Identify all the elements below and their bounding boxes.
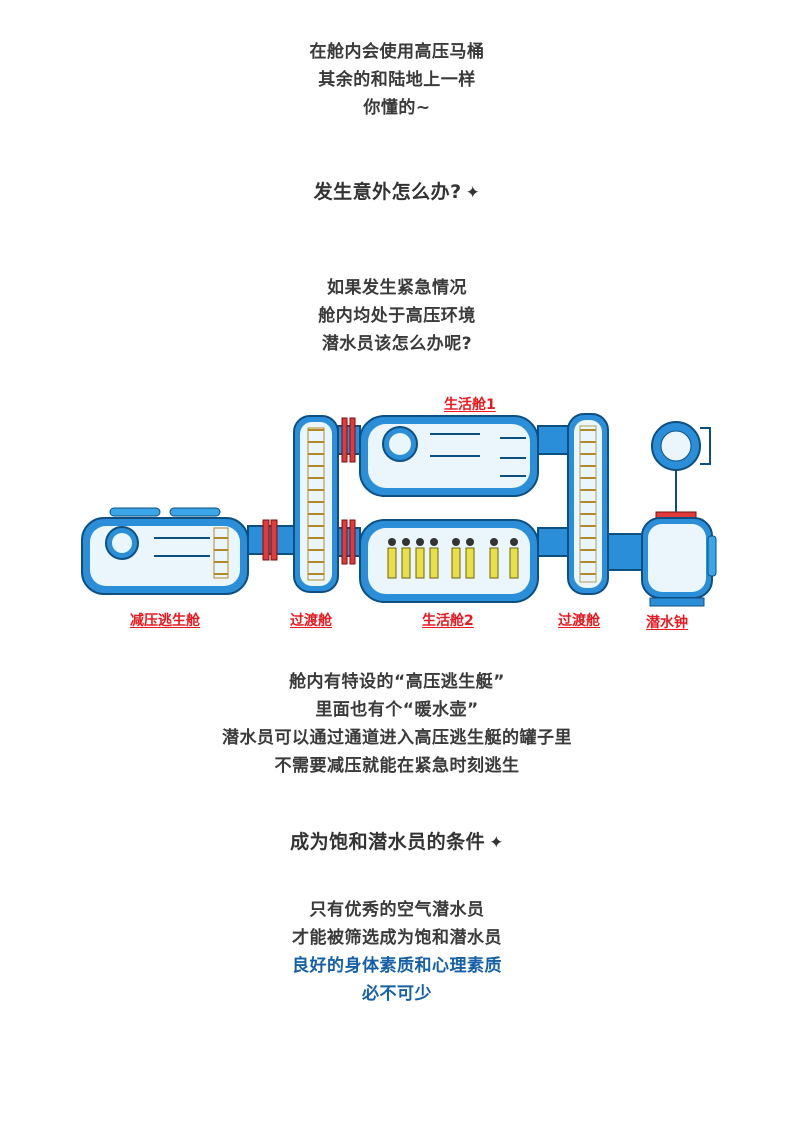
text-line: 潜水员该怎么办呢? xyxy=(321,334,473,354)
label-diving-bell: 潜水钟 xyxy=(646,615,688,631)
highlight-line: 良好的身体素质和心理素质 xyxy=(292,956,502,976)
label-escape-chamber: 减压逃生舱 xyxy=(130,613,200,629)
label-transfer-chamber-right: 过渡舱 xyxy=(558,613,600,629)
text-line: 才能被筛选成为饱和潜水员 xyxy=(292,928,502,948)
section-heading-requirements: 成为饱和潜水员的条件✦ xyxy=(0,828,794,857)
text-line: 在舱内会使用高压马桶 xyxy=(309,42,485,62)
escape-boat-paragraph: 舱内有特设的“高压逃生艇” 里面也有个“暖水壶” 潜水员可以通过通道进入高压逃生… xyxy=(0,668,794,780)
heading-text: 发生意外怎么办? xyxy=(313,181,462,203)
text-line: 舱内有特设的“高压逃生艇” xyxy=(289,672,505,692)
text-line: 舱内均处于高压环境 xyxy=(318,306,476,326)
emergency-question-paragraph: 如果发生紧急情况 舱内均处于高压环境 潜水员该怎么办呢? xyxy=(0,274,794,358)
text-line: 其余的和陆地上一样 xyxy=(318,70,476,90)
label-transfer-chamber-left: 过渡舱 xyxy=(290,613,332,629)
sparkle-icon: ✦ xyxy=(489,833,504,853)
sparkle-icon: ✦ xyxy=(465,183,481,203)
chamber-illustration xyxy=(81,413,717,607)
section-heading-accident: 发生意外怎么办?✦ xyxy=(0,178,794,207)
text-line: 你懂的~ xyxy=(363,98,431,118)
label-living-chamber-1: 生活舱1 xyxy=(444,397,496,413)
intro-paragraph: 在舱内会使用高压马桶 其余的和陆地上一样 你懂的~ xyxy=(0,38,794,122)
label-living-chamber-2: 生活舱2 xyxy=(422,613,474,629)
requirements-paragraph: 只有优秀的空气潜水员 才能被筛选成为饱和潜水员 良好的身体素质和心理素质 必不可… xyxy=(0,896,794,1008)
highlight-line: 必不可少 xyxy=(362,984,432,1004)
text-line: 里面也有个“暖水壶” xyxy=(315,700,479,720)
text-line: 如果发生紧急情况 xyxy=(327,278,467,298)
text-line: 只有优秀的空气潜水员 xyxy=(309,900,485,920)
text-line: 不需要减压就能在紧急时刻逃生 xyxy=(274,756,520,776)
heading-text: 成为饱和潜水员的条件 xyxy=(290,831,486,853)
saturation-system-diagram: 生活舱1 减压逃生舱 过渡舱 生活舱2 过渡舱 潜水钟 xyxy=(70,388,730,640)
text-line: 潜水员可以通过通道进入高压逃生艇的罐子里 xyxy=(222,728,572,748)
